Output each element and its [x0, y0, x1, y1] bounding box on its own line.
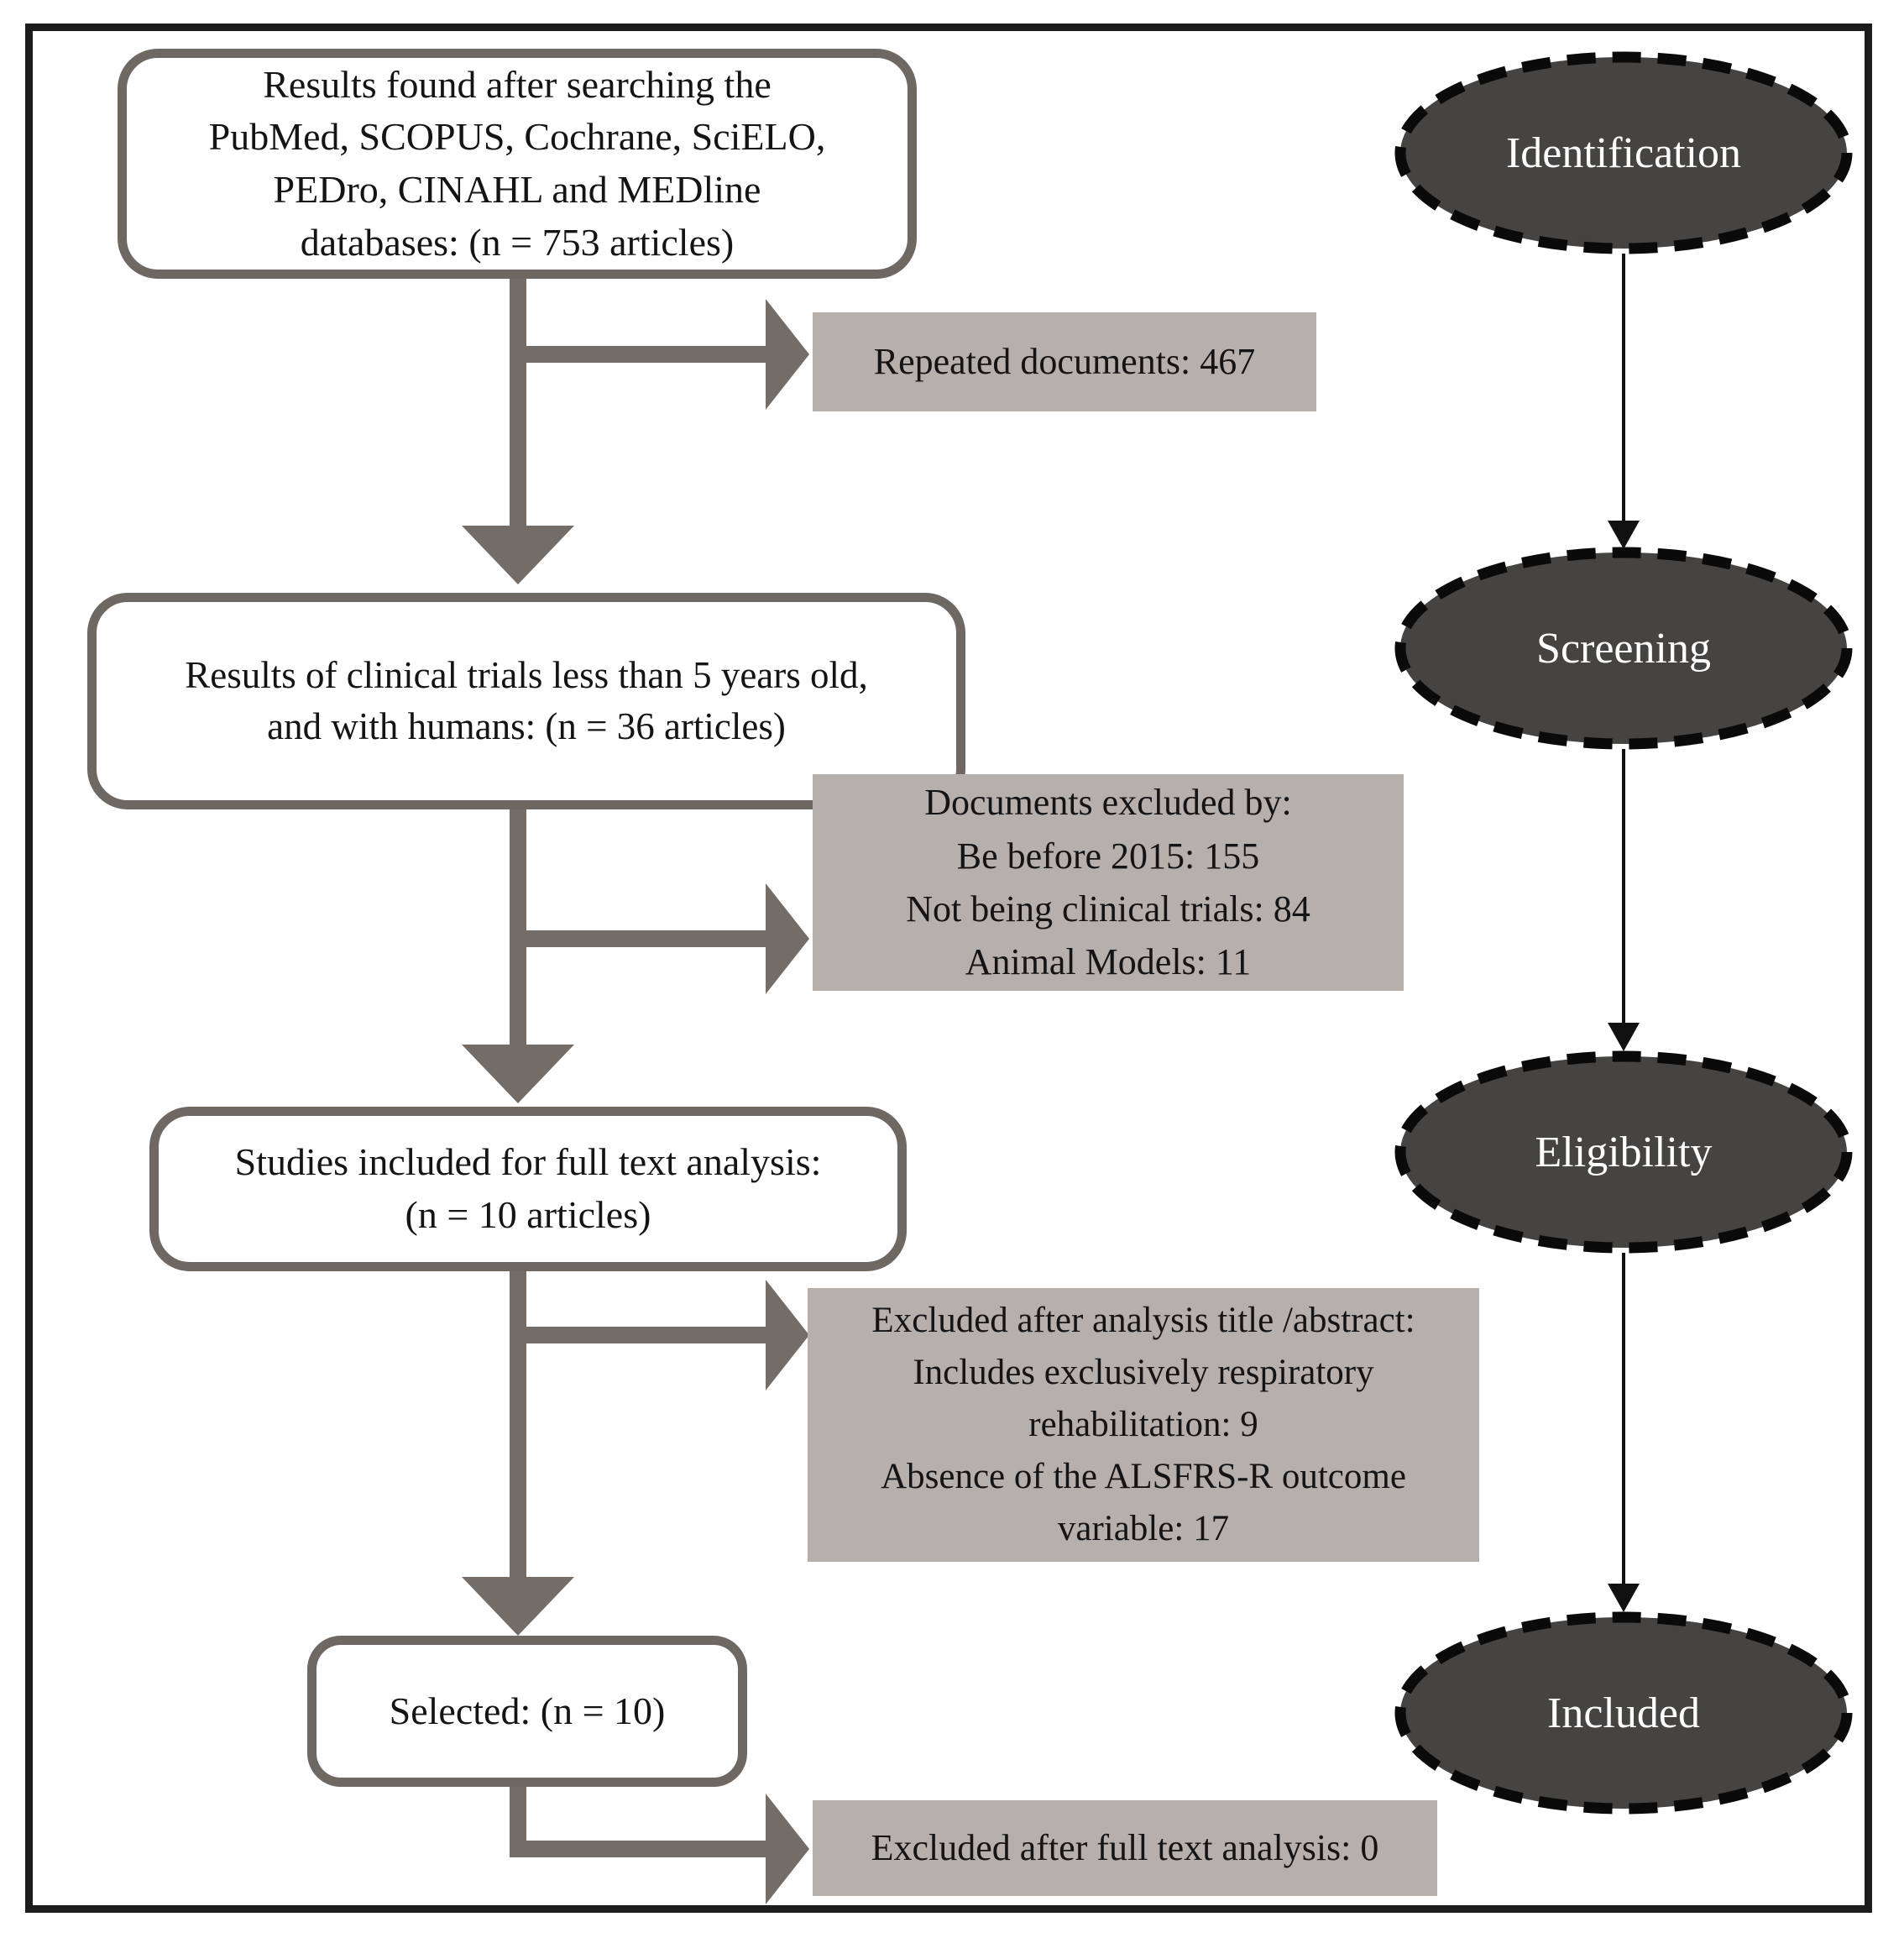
stage-ellipse-eligibility	[1394, 1050, 1853, 1254]
flow-box-text-line: Studies included for full text analysis:	[234, 1140, 822, 1184]
flow-box-selected: Selected: (n = 10)	[307, 1636, 747, 1787]
flow-box-text-line: PubMed, SCOPUS, Cochrane, SciELO,	[208, 115, 826, 159]
stage-label-identification: Identification	[1505, 128, 1742, 177]
flow-box-text-line: PEDro, CINAHL and MEDline	[273, 168, 761, 211]
arrow-box1-to-box2	[462, 277, 574, 584]
flow-box-text-line: Results of clinical trials less than 5 y…	[185, 653, 868, 696]
flow-box-screened-results: Results of clinical trials less than 5 y…	[87, 593, 965, 809]
arrow-box3-to-title-abstract-exclusions	[518, 1280, 809, 1390]
flow-box-full-text-analysis: Studies included for full text analysis:…	[149, 1107, 907, 1271]
arrow-box1-to-repeated-documents	[518, 299, 809, 410]
flow-box-text-line: databases: (n = 753 articles)	[300, 220, 735, 264]
flow-box-text-line: Results found after searching the	[263, 62, 772, 106]
exclusion-text-line: rehabilitation: 9	[1028, 1405, 1258, 1445]
stage-label-eligibility: Eligibility	[1535, 1128, 1713, 1176]
flow-box-text-line: and with humans: (n = 36 articles)	[267, 705, 786, 747]
exclusion-text-line: Documents excluded by:	[924, 782, 1292, 824]
exclusion-text-line: Not being clinical trials: 84	[906, 888, 1310, 930]
stage-label-screening: Screening	[1536, 624, 1711, 673]
flow-box-text-line: (n = 10 articles)	[405, 1193, 651, 1236]
exclusion-box-title-abstract-exclusions: Excluded after analysis title /abstract:…	[808, 1288, 1479, 1562]
stage-label-included: Included	[1547, 1689, 1700, 1737]
exclusion-text-line: Excluded after full text analysis: 0	[871, 1827, 1379, 1869]
exclusion-text-line: Absence of the ALSFRS-R outcome	[881, 1456, 1406, 1496]
exclusion-text-line: variable: 17	[1057, 1508, 1230, 1548]
arrow-box2-to-box3	[462, 808, 574, 1103]
arrow-box4-to-full-text-exclusions	[510, 1785, 809, 1904]
arrow-box2-to-screening-exclusions	[518, 883, 809, 994]
stage-ellipse-screening	[1394, 547, 1853, 750]
exclusion-text-line: Repeated documents: 467	[873, 341, 1256, 383]
exclusion-text-line: Be before 2015: 155	[956, 835, 1260, 877]
exclusion-text-line: Includes exclusively respiratory	[913, 1353, 1374, 1393]
arrowhead-eligibility	[1608, 1023, 1640, 1051]
arrowhead-included	[1608, 1584, 1640, 1612]
exclusion-box-repeated-documents: Repeated documents: 467	[813, 312, 1316, 411]
exclusion-text-line: Animal Models: 11	[965, 941, 1252, 983]
flow-box-text-line: Selected: (n = 10)	[389, 1689, 666, 1732]
stage-ellipse-identification	[1394, 51, 1853, 254]
stage-ellipse-included	[1394, 1611, 1853, 1815]
arrow-box3-to-box4	[462, 1268, 574, 1636]
exclusion-box-full-text-exclusions: Excluded after full text analysis: 0	[813, 1800, 1437, 1896]
exclusion-text-line: Excluded after analysis title /abstract:	[871, 1301, 1415, 1341]
flow-box-search-results: Results found after searching the PubMed…	[118, 49, 917, 279]
exclusion-box-screening-exclusions: Documents excluded by: Be before 2015: 1…	[813, 774, 1404, 991]
arrowhead-screening	[1608, 521, 1640, 549]
